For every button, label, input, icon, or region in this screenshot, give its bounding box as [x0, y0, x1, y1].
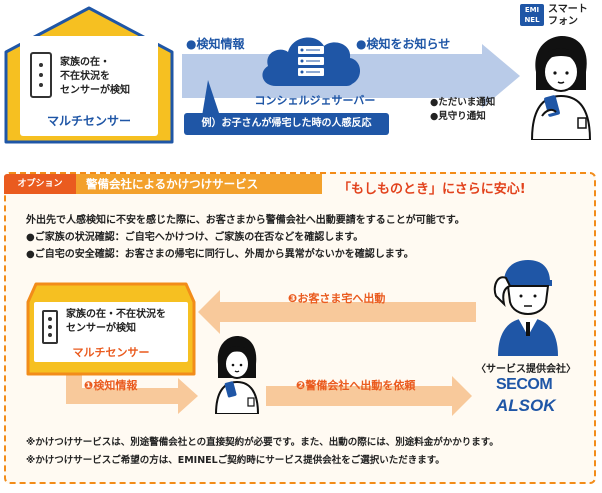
example-pointer	[202, 80, 220, 116]
option-description: 外出先で人感検知に不安を感じた際に、お客さまから警備会社へ出動要請をすることが可…	[26, 212, 586, 263]
detect-info-label: ●検知情報	[186, 37, 245, 51]
secom-logo: SECOM	[496, 376, 553, 393]
multi-sensor-label-bottom: マルチセンサー	[72, 346, 150, 359]
option-tag: オプション	[4, 174, 76, 194]
footnote-1: ※かけつけサービスは、別途警備会社との直接契約が必要です。また、出動の際には、別…	[26, 437, 499, 448]
option-description-text: 外出先で人感検知に不安を感じた際に、お客さまから警備会社へ出動要請をすることが可…	[26, 215, 465, 226]
alsok-logo: ALSOK	[496, 396, 556, 415]
security-guard-icon	[493, 260, 558, 356]
option-bullet-1: ●ご家族の状況確認：ご自宅へかけつけ、ご家族の在否などを確認します。	[26, 232, 364, 243]
person-with-phone-icon	[530, 36, 592, 140]
multi-sensor-label-top: マルチセンサー	[46, 114, 131, 128]
service-provider-label: 〈サービス提供会社〉	[476, 364, 576, 375]
sensor-description-bottom: 家族の在・不在状況を センサーが検知	[66, 309, 166, 334]
footnote-2: ※かけつけサービスご希望の方は、EMINELご契約時にサービス提供会社をご選択い…	[26, 455, 445, 466]
step3-label: ❸お客さま宅へ出動	[288, 292, 386, 305]
step2-label: ❷警備会社へ出動を依頼	[296, 379, 416, 392]
notification-list: ●ただいま通知 ●見守り通知	[430, 97, 496, 122]
sensor-panel-bottom	[34, 302, 188, 362]
option-title: 警備会社によるかけつけサービス	[76, 174, 322, 194]
concierge-server-label: コンシェルジェサーバー	[254, 94, 376, 107]
cloud-server-icon	[262, 37, 361, 86]
sensor-description-top: 家族の在・ 不在状況を センサーが検知	[60, 57, 130, 96]
smartphone-label: スマート フォン	[548, 4, 588, 27]
step1-label: ❶検知情報	[84, 379, 138, 392]
example-box: 例）お子さんが帰宅した時の人感反応	[184, 113, 389, 135]
footnotes: ※かけつけサービスは、別途警備会社との直接契約が必要です。また、出動の際には、別…	[26, 434, 586, 470]
sensor-device-icon-2	[42, 310, 58, 344]
eminel-logo: EMI NEL	[520, 4, 544, 26]
option-bullet-2: ●ご自宅の安全確認：お客さまの帰宅に同行し、外周から異常がないかを確認します。	[26, 249, 414, 260]
option-catchphrase: 「もしものとき」にさらに安心!	[338, 182, 526, 197]
notify-label: ●検知をお知らせ	[356, 37, 451, 51]
person-with-phone-icon-2	[214, 336, 260, 414]
sensor-device-icon	[30, 52, 52, 98]
